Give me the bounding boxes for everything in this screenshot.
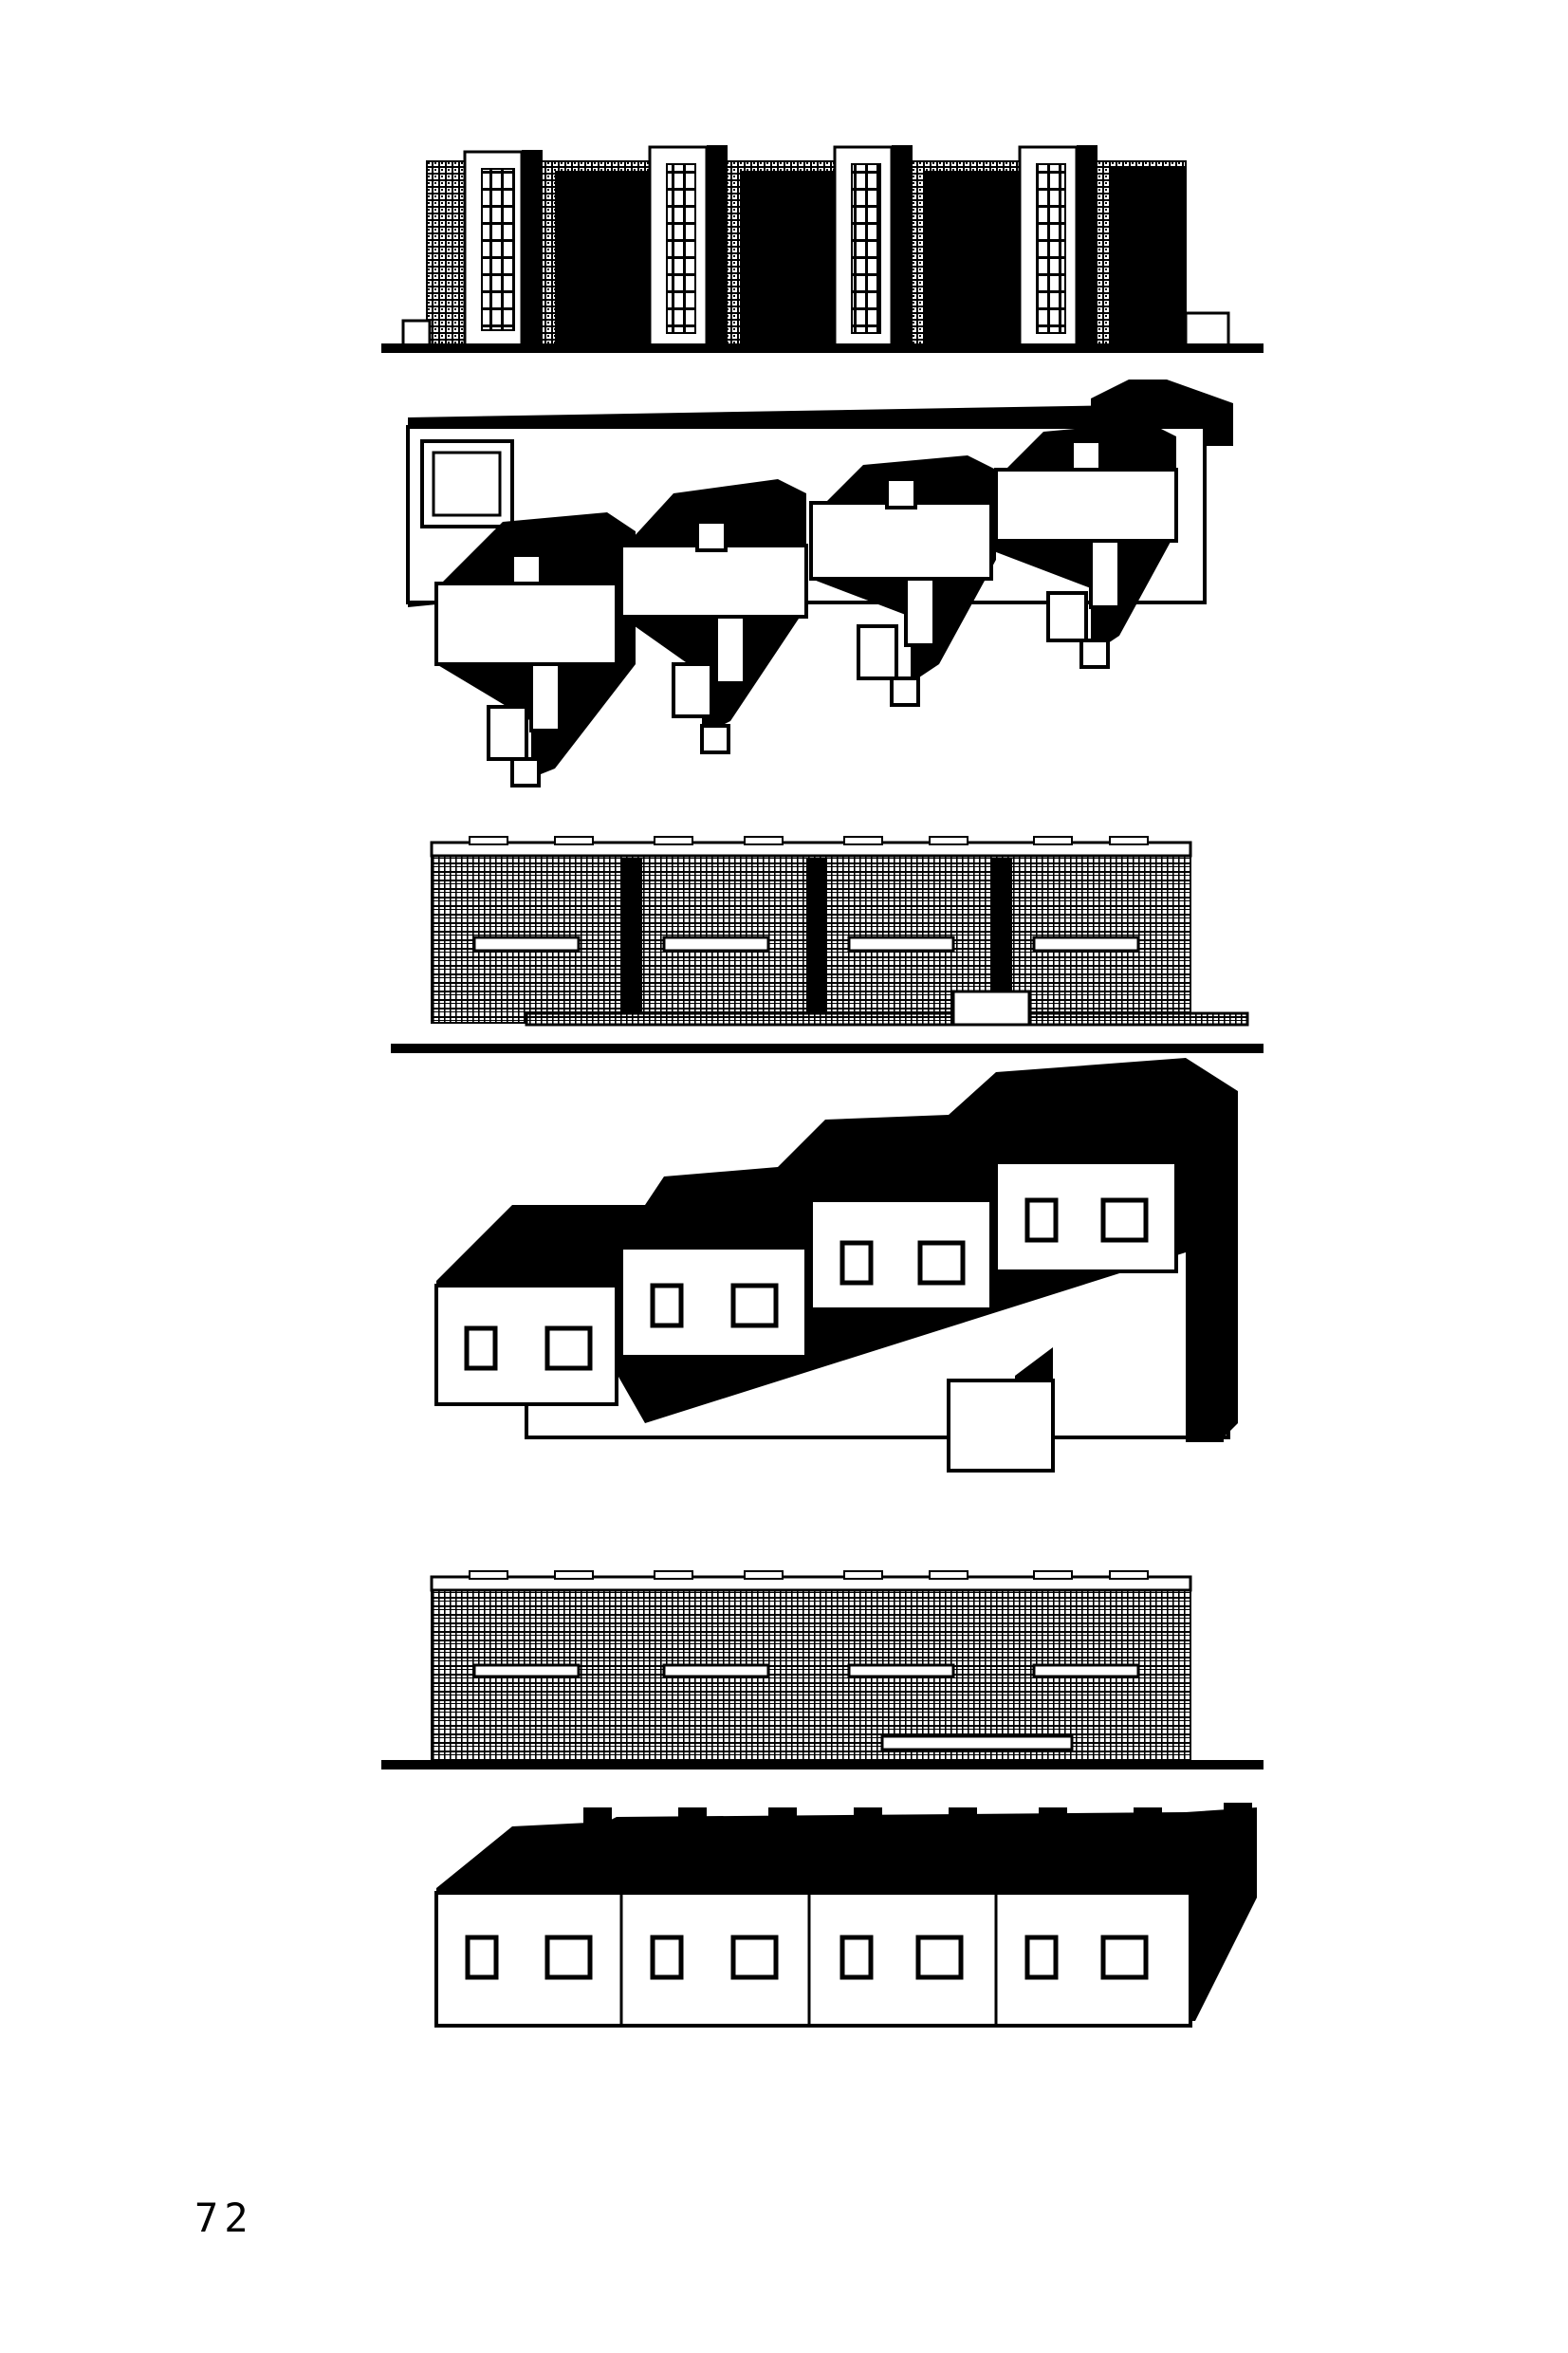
page-number: 72 — [194, 2195, 254, 2241]
elevation-block-long-drawing — [381, 1570, 1264, 1769]
elevation-block-front-drawing — [391, 836, 1264, 1053]
axonometric-plan-stepped-drawing — [406, 380, 1233, 787]
axonometric-box-row-drawing — [434, 1803, 1257, 2028]
axonometric-stepped-block-drawing — [434, 1058, 1238, 1473]
elevation-towers-drawing — [381, 145, 1264, 353]
